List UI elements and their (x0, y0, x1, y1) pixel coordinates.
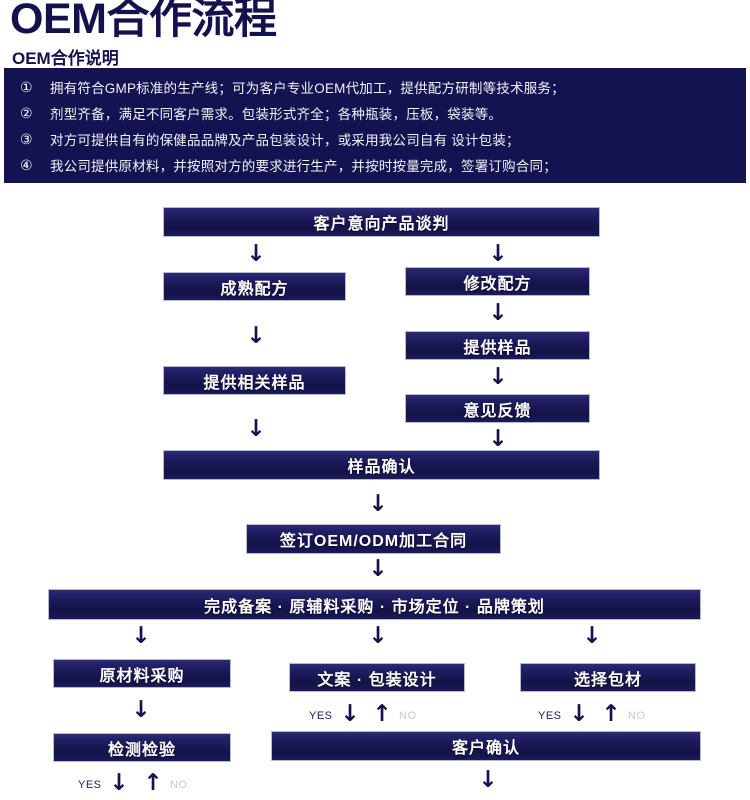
decision-label-no: NO (628, 710, 646, 722)
arrow-down-icon: ↓ (488, 241, 508, 267)
flow-node-mature-formula[interactable]: 成熟配方 (163, 272, 346, 301)
arrow-down-icon: ↓ (131, 623, 151, 649)
note-text: 剂型齐备，满足不同客户需求。包装形式齐全；各种瓶装，压板，袋装等。 (50, 107, 503, 122)
arrow-down-icon: ↓ (368, 556, 388, 582)
note-item-2: ② 剂型齐备，满足不同客户需求。包装形式齐全；各种瓶装，压板，袋装等。 (4, 100, 746, 126)
note-text: 我公司提供原材料，并按照对方的要求进行生产，并按时按量完成，签署订购合同； (50, 159, 557, 174)
flow-node-customer-confirm[interactable]: 客户确认 (271, 731, 701, 761)
decision-label-yes: YES (538, 710, 562, 722)
note-text: 对方可提供自有的保健品品牌及产品包装设计，或采用我公司自有 设计包装； (50, 133, 520, 148)
flow-node-sample-confirm[interactable]: 样品确认 (163, 450, 600, 480)
arrow-down-icon: ↓ (488, 364, 508, 390)
decision-label-no: NO (170, 779, 188, 791)
arrow-up-icon: ↑ (143, 770, 163, 796)
flow-node-record-purchase-market-brand[interactable]: 完成备案 · 原辅料采购 · 市场定位 · 品牌策划 (48, 589, 701, 620)
note-item-1: ① 拥有符合GMP标准的生产线；可为客户专业OEM代加工，提供配方研制等技术服务… (4, 74, 746, 100)
note-number-icon: ② (20, 104, 33, 121)
page-title: OEM合作流程 (10, 0, 277, 43)
arrow-down-icon: ↓ (109, 770, 129, 796)
arrow-up-icon: ↑ (372, 701, 392, 727)
note-item-3: ③ 对方可提供自有的保健品品牌及产品包装设计，或采用我公司自有 设计包装； (4, 126, 746, 152)
note-number-icon: ③ (20, 130, 33, 147)
note-item-4: ④ 我公司提供原材料，并按照对方的要求进行生产，并按时按量完成，签署订购合同； (4, 152, 746, 178)
arrow-down-icon: ↓ (478, 767, 498, 793)
arrow-down-icon: ↓ (368, 491, 388, 517)
note-number-icon: ④ (20, 156, 33, 173)
decision-label-yes: YES (309, 710, 333, 722)
flow-node-raw-material-purchase[interactable]: 原材料采购 (53, 659, 231, 688)
decision-label-no: NO (399, 710, 417, 722)
arrow-down-icon: ↓ (569, 701, 589, 727)
flow-node-sign-contract[interactable]: 签订OEM/ODM加工合同 (246, 524, 501, 554)
arrow-down-icon: ↓ (368, 623, 388, 649)
arrow-down-icon: ↓ (246, 323, 266, 349)
oem-notes-panel: ① 拥有符合GMP标准的生产线；可为客户专业OEM代加工，提供配方研制等技术服务… (4, 68, 746, 183)
flow-node-copy-package-design[interactable]: 文案 · 包装设计 (289, 663, 465, 692)
arrow-down-icon: ↓ (131, 697, 151, 723)
flow-node-feedback[interactable]: 意见反馈 (405, 394, 590, 423)
flow-node-inspection[interactable]: 检测检验 (53, 733, 231, 762)
arrow-down-icon: ↓ (246, 241, 266, 267)
flow-node-provide-related-sample[interactable]: 提供相关样品 (163, 366, 346, 395)
arrow-down-icon: ↓ (488, 426, 508, 452)
flow-node-modify-formula[interactable]: 修改配方 (405, 267, 590, 296)
flow-node-customer-intent[interactable]: 客户意向产品谈判 (163, 207, 600, 237)
arrow-down-icon: ↓ (582, 623, 602, 649)
arrow-down-icon: ↓ (246, 416, 266, 442)
arrow-down-icon: ↓ (488, 300, 508, 326)
decision-label-yes: YES (78, 779, 102, 791)
note-number-icon: ① (20, 78, 33, 95)
arrow-up-icon: ↑ (601, 701, 621, 727)
flow-node-select-packaging[interactable]: 选择包材 (520, 663, 696, 692)
note-text: 拥有符合GMP标准的生产线；可为客户专业OEM代加工，提供配方研制等技术服务； (50, 81, 565, 96)
page-subtitle: OEM合作说明 (12, 49, 119, 68)
flow-node-provide-sample[interactable]: 提供样品 (405, 331, 590, 360)
arrow-down-icon: ↓ (340, 701, 360, 727)
